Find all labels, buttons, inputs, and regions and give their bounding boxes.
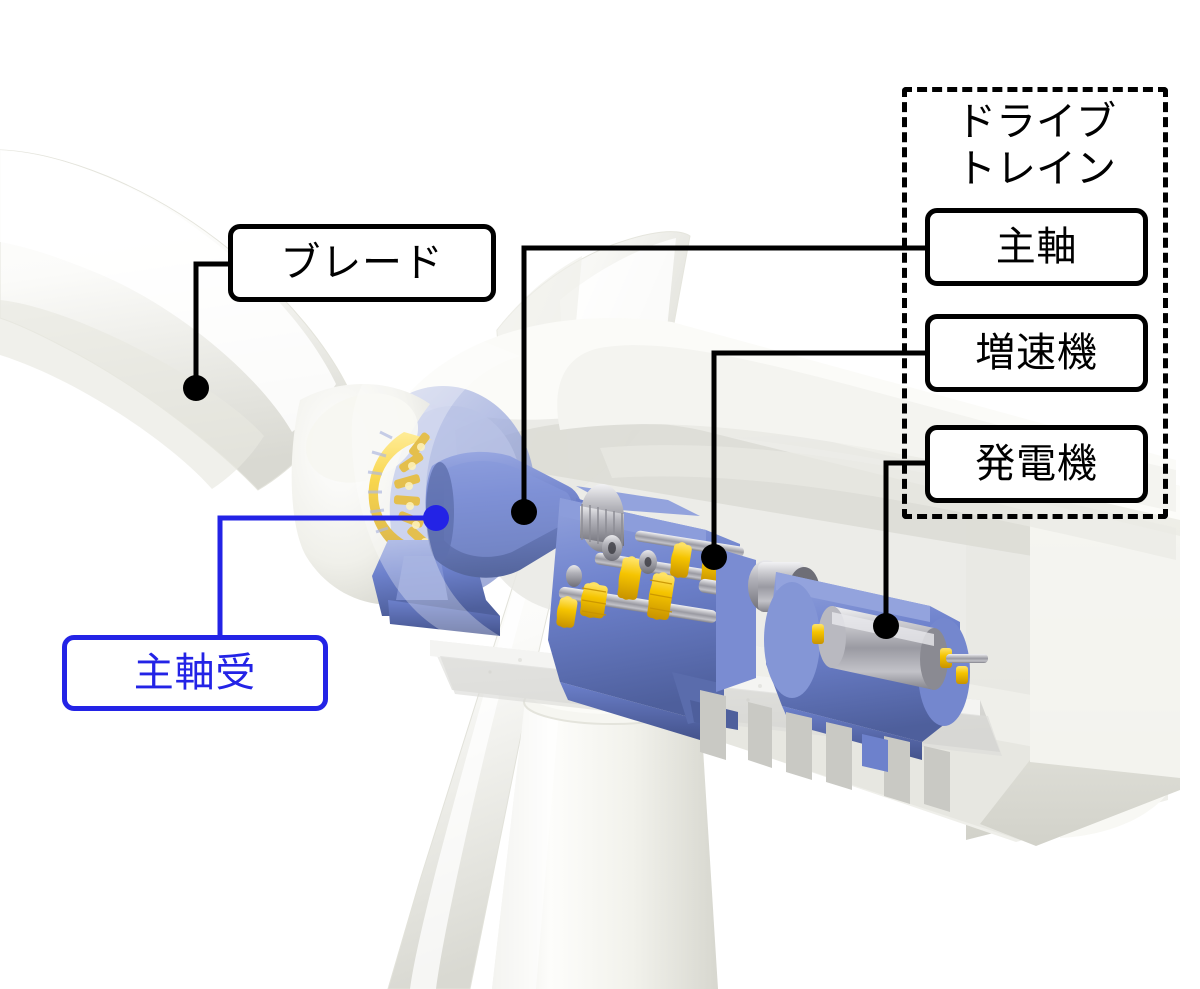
leader-main-bearing (217, 515, 435, 638)
callout-label-generator[interactable]: 発電機 (925, 425, 1148, 503)
gearbox-legs (700, 690, 772, 768)
drivetrain-group-title: ドライブ トレイン (956, 99, 1116, 191)
leader-gearbox (711, 350, 928, 556)
nacelle-front-shell (351, 335, 520, 636)
blade-upper-left (0, 149, 351, 491)
leader-blade (193, 261, 231, 387)
anchor-dot-gearbox (701, 544, 727, 570)
leader-generator (883, 460, 928, 625)
generator-assembly (764, 572, 988, 812)
callout-label-blade[interactable]: ブレード (228, 224, 496, 302)
leader-main-shaft (521, 245, 928, 511)
callout-label-main-shaft[interactable]: 主軸 (925, 208, 1148, 286)
drivetrain-group-frame (902, 87, 1168, 519)
anchor-dot-blade (183, 375, 209, 401)
callout-label-main-bearing[interactable]: 主軸受 (62, 635, 328, 711)
generator-rotor (818, 606, 948, 690)
anchor-dot-generator (873, 613, 899, 639)
main-shaft-bearing (368, 432, 432, 556)
anchor-dot-main-bearing (423, 505, 449, 531)
callout-label-gearbox[interactable]: 増速機 (925, 314, 1148, 392)
anchor-dot-main-shaft (511, 499, 537, 525)
